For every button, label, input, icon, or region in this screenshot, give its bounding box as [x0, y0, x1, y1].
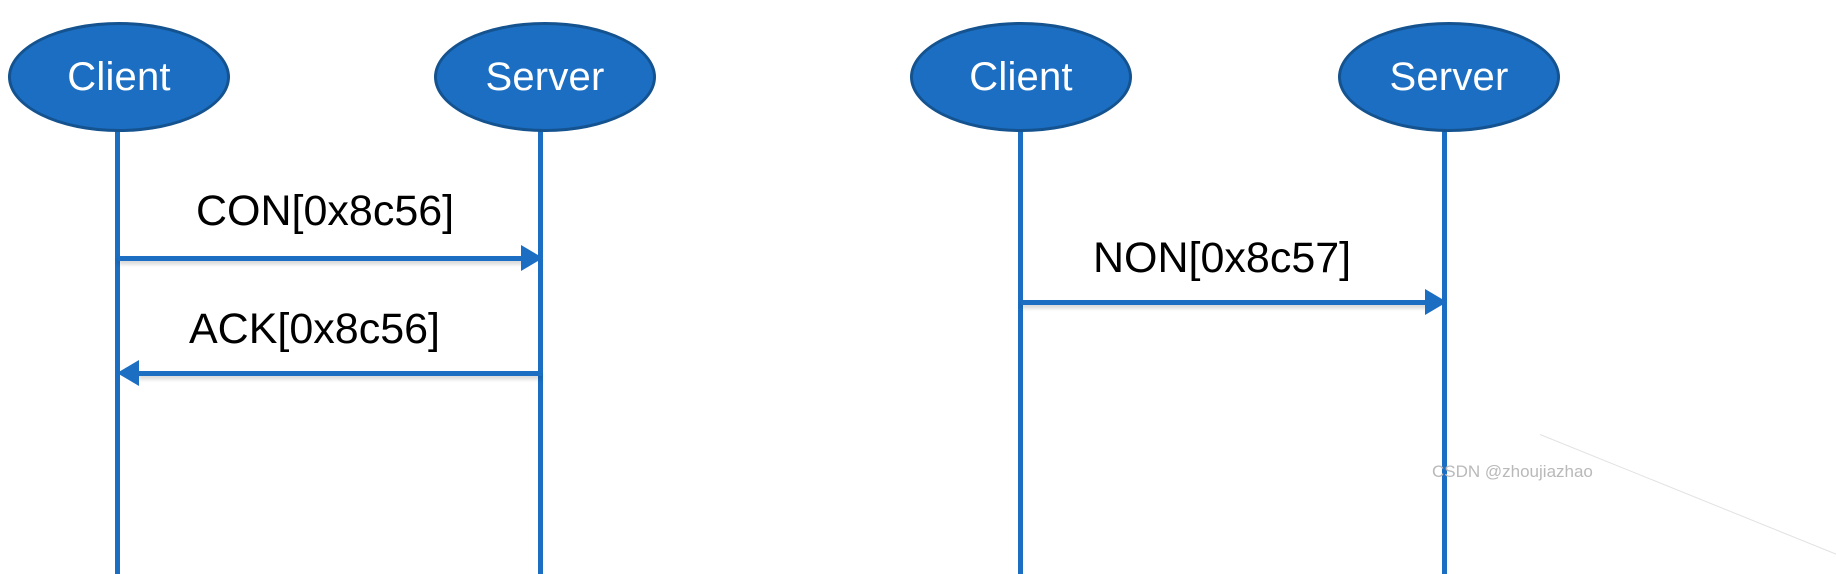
arrowhead-non-right-icon [1425, 289, 1447, 315]
watermark-diagonal-line [1539, 434, 1836, 570]
participant-label: Client [969, 55, 1073, 99]
message-arrow-ack [138, 371, 542, 376]
message-label-non: NON[0x8c57] [1093, 234, 1352, 282]
lifeline-server-right [1442, 110, 1447, 574]
participant-server-right[interactable]: Server [1338, 22, 1560, 132]
participant-client-right[interactable]: Client [910, 22, 1132, 132]
arrowhead-con-right-icon [521, 245, 543, 271]
lifeline-server-left [538, 110, 543, 574]
participant-label: Server [1389, 55, 1509, 99]
participant-label: Client [67, 55, 171, 99]
message-label-ack: ACK[0x8c56] [189, 305, 440, 353]
participant-label: Server [485, 55, 605, 99]
arrowhead-ack-left-icon [117, 360, 139, 386]
message-label-con: CON[0x8c56] [196, 187, 455, 235]
participant-server-left[interactable]: Server [434, 22, 656, 132]
message-arrow-con [118, 256, 524, 261]
watermark-label: CSDN @zhoujiazhao [1432, 462, 1593, 481]
lifeline-client-right [1018, 110, 1023, 574]
message-arrow-non [1021, 300, 1428, 305]
lifeline-client-left [115, 110, 120, 574]
participant-client-left[interactable]: Client [8, 22, 230, 132]
